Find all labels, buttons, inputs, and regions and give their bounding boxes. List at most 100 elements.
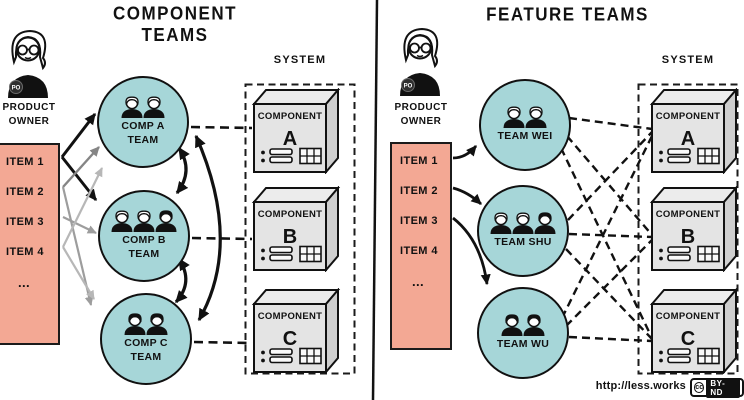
team-circle-comp-b: COMP B TEAM <box>98 190 190 282</box>
component-box-a-right: COMPONENT A <box>649 88 739 174</box>
backlog-item-more: ... <box>412 273 425 289</box>
team-members <box>503 106 547 128</box>
person-icon <box>154 210 178 232</box>
cc-by-nd-badge: cc BY-ND <box>690 377 744 398</box>
link-comp-c-team-component-c <box>193 340 253 345</box>
person-icon <box>502 106 526 128</box>
team-members <box>124 313 168 335</box>
backlog-item: ITEM 4 <box>6 246 44 258</box>
svg-text:COMPONENT: COMPONENT <box>258 311 322 322</box>
link-team-shu-component-c <box>565 248 653 340</box>
po-badge <box>401 78 415 92</box>
person-icon <box>110 210 134 232</box>
backlog-item: ITEM 3 <box>6 216 44 228</box>
team-members <box>121 96 165 118</box>
svg-text:PO: PO <box>404 84 413 90</box>
person-icon <box>500 314 524 336</box>
creative-commons-icon: cc <box>694 382 705 393</box>
team-circle-wu: TEAM WU <box>477 287 569 379</box>
person-icon <box>533 212 557 234</box>
arrow-comp-a-comp-c <box>194 134 222 322</box>
person-icon <box>120 96 144 118</box>
svg-text:A: A <box>283 128 297 150</box>
link-comp-b-team-component-b <box>191 236 253 241</box>
backlog-item: ITEM 2 <box>400 185 438 197</box>
link-team-wei-component-b <box>566 135 653 236</box>
person-icon <box>522 314 546 336</box>
team-circle-wei: TEAM WEI <box>479 79 571 171</box>
product-owner-avatar-right: PO <box>400 27 440 96</box>
arrow-item1-to-team-wei <box>452 145 478 160</box>
team-name: TEAM SHU <box>494 236 552 249</box>
arrow-item4-to-comp-a-team <box>62 167 103 248</box>
team-members <box>490 212 556 234</box>
backlog-item-more: ... <box>18 274 31 290</box>
person-icon <box>142 96 166 118</box>
person-icon <box>524 106 548 128</box>
svg-text:B: B <box>681 226 695 248</box>
right-panel-title: FEATURE TEAMS <box>486 4 649 25</box>
team-name: TEAM WU <box>496 338 550 351</box>
link-team-wei-component-a <box>568 116 653 131</box>
person-icon <box>511 212 535 234</box>
link-team-shu-component-b <box>568 232 653 239</box>
arrow-item2-to-comp-a-team <box>62 146 100 188</box>
component-box-c-right: COMPONENT C <box>649 288 739 374</box>
panel-divider-line <box>371 0 379 400</box>
arrow-comp-a-comp-b <box>175 146 190 195</box>
link-team-wu-component-a <box>560 135 654 319</box>
person-icon <box>145 313 169 335</box>
team-name: COMP C TEAM <box>124 337 168 363</box>
person-icon <box>123 313 147 335</box>
arrow-item1-to-comp-b-team <box>60 156 98 201</box>
arrow-item1-to-comp-a-team <box>60 113 97 158</box>
team-name: TEAM WEI <box>497 130 553 143</box>
backlog-item: ITEM 2 <box>6 186 44 198</box>
svg-text:A: A <box>681 128 695 150</box>
product-owner-avatar-left: PO <box>8 29 48 98</box>
svg-text:COMPONENT: COMPONENT <box>656 311 720 322</box>
team-members <box>111 210 177 232</box>
license-label: BY-ND <box>706 377 740 398</box>
arrow-item3-to-comp-b-team <box>62 216 97 234</box>
backlog-item: ITEM 1 <box>6 156 44 168</box>
component-box-b-right: COMPONENT B <box>649 186 739 272</box>
arrow-item2-to-team-shu <box>452 186 482 206</box>
team-circle-comp-a: COMP A TEAM <box>97 76 189 168</box>
team-name: COMP A TEAM <box>121 120 165 146</box>
team-name: COMP B TEAM <box>122 234 166 260</box>
team-members <box>501 314 545 336</box>
svg-text:COMPONENT: COMPONENT <box>258 209 322 220</box>
less-works-link[interactable]: http://less.works <box>595 380 686 392</box>
po-badge <box>9 80 23 94</box>
arrow-item2-to-comp-c-team <box>61 186 94 306</box>
backlog-item: ITEM 1 <box>400 155 438 167</box>
svg-text:COMPONENT: COMPONENT <box>656 111 720 122</box>
person-icon <box>489 212 513 234</box>
person-icon <box>132 210 156 232</box>
backlog-to-team-arrows-left <box>60 113 103 306</box>
svg-text:B: B <box>283 226 297 248</box>
system-label-right: SYSTEM <box>661 54 715 66</box>
component-box-b-left: COMPONENT B <box>251 186 341 272</box>
svg-text:COMPONENT: COMPONENT <box>656 209 720 220</box>
team-circle-comp-c: COMP C TEAM <box>100 293 192 385</box>
product-backlog-left: ITEM 1 ITEM 2 ITEM 3 ITEM 4 ... <box>0 143 60 345</box>
svg-text:COMPONENT: COMPONENT <box>258 111 322 122</box>
product-owner-label-right: PRODUCT OWNER <box>394 102 448 127</box>
svg-text:C: C <box>681 328 695 350</box>
link-team-wei-component-c <box>559 147 654 339</box>
backlog-item: ITEM 4 <box>400 245 438 257</box>
link-team-wu-component-c <box>568 335 653 343</box>
arrow-item4-to-comp-c-team <box>62 246 95 300</box>
team-circle-shu: TEAM SHU <box>477 185 569 277</box>
component-box-a-left: COMPONENT A <box>251 88 341 174</box>
product-owner-label-left: PRODUCT OWNER <box>2 102 56 127</box>
system-label-left: SYSTEM <box>273 54 327 66</box>
component-box-c-left: COMPONENT C <box>251 288 341 374</box>
team-component-links-left <box>190 125 253 345</box>
link-team-wu-component-b <box>565 239 653 327</box>
team-component-links-right <box>559 116 654 343</box>
svg-text:C: C <box>283 328 297 350</box>
